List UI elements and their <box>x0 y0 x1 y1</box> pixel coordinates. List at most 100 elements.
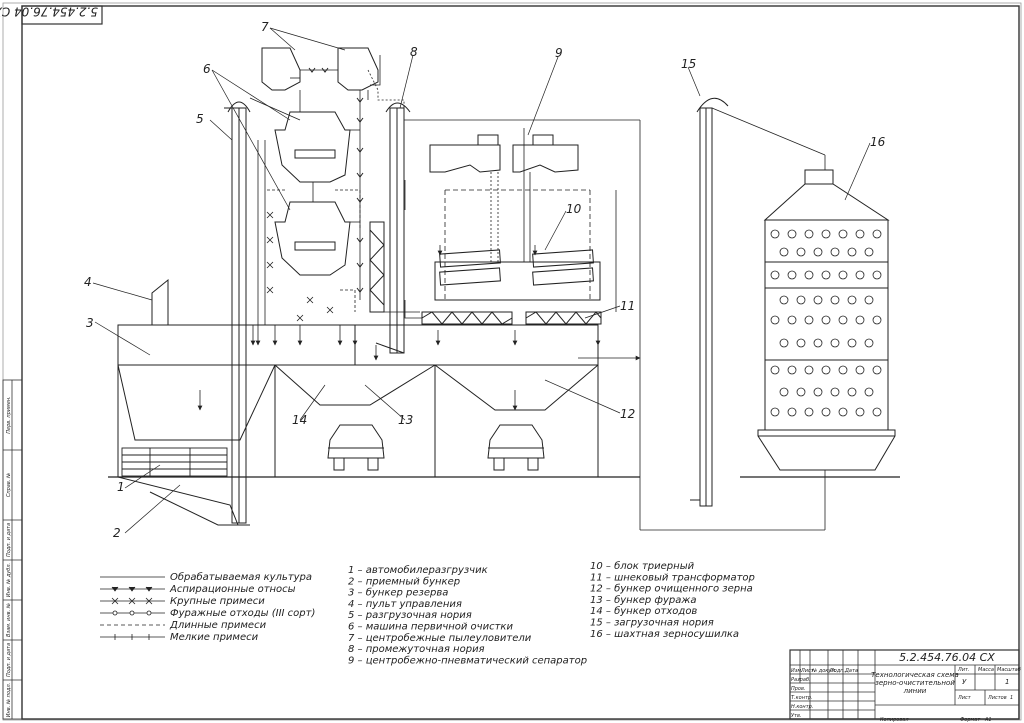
cross-mark <box>306 296 314 304</box>
aspiration-lines <box>300 69 361 300</box>
component-item: 7 – центробежные пылеуловители <box>348 632 532 644</box>
title-block <box>789 649 1020 720</box>
lit-value: У <box>962 678 967 686</box>
aspiration-mark <box>356 97 364 103</box>
row-prov: Пров. <box>791 686 806 692</box>
col-doc: № докум. <box>811 668 837 674</box>
sheets-label: Листов <box>987 695 1007 701</box>
cross-mark <box>266 286 274 294</box>
component-item: 15 – загрузочная нория <box>590 618 714 629</box>
drawing-code: 5.2.454.76.04 СХ <box>899 651 995 664</box>
callout-15: 15 <box>681 57 696 71</box>
cross-mark <box>266 261 274 269</box>
inner-frame <box>21 5 1020 720</box>
aspiration-arrow-marks <box>308 67 364 293</box>
callout-5: 5 <box>196 112 204 126</box>
aspiration-mark <box>308 67 316 73</box>
callout-numbers: 1 2 3 4 5 6 7 8 9 10 11 12 13 14 15 16 <box>84 20 886 540</box>
dryer-hole <box>847 387 857 397</box>
dryer-hole <box>804 229 814 239</box>
dryer-hole <box>872 315 882 325</box>
side-stamp-label: Перв. примен. <box>6 396 12 434</box>
dryer-hole <box>821 229 831 239</box>
dryer-hole <box>787 270 797 280</box>
shaft-dryer <box>757 169 896 471</box>
dryer-hole <box>779 247 789 257</box>
sheets-value: 1 <box>1010 695 1013 701</box>
dryer-hole <box>804 270 814 280</box>
callout-leaders <box>92 27 871 534</box>
dryer-hole <box>770 315 780 325</box>
legend-mark <box>146 610 152 616</box>
component-item: 8 – промежуточная нория <box>348 644 485 655</box>
callout-10: 10 <box>566 202 582 216</box>
callout-6: 6 <box>203 62 211 76</box>
dryer-hole <box>787 229 797 239</box>
component-item: 4 – пульт управления <box>348 599 462 610</box>
dryer-hole <box>830 387 840 397</box>
dryer-hole <box>796 247 806 257</box>
dryer-hole <box>855 270 865 280</box>
dryer-hole <box>779 295 789 305</box>
sheet-label: Лист <box>957 695 972 701</box>
side-stamp-label: Подп. и дата <box>6 643 12 677</box>
aspiration-mark <box>356 262 364 268</box>
masshtab-label: Масштаб <box>997 667 1021 673</box>
unloading-elevator <box>224 101 251 524</box>
aspiration-mark <box>356 197 364 203</box>
side-stamp-label: Инв. № дубл. <box>6 563 12 597</box>
dryer-hole <box>813 295 823 305</box>
copied-label: Копировал <box>880 717 909 723</box>
col-sign: Подп. <box>830 668 845 674</box>
side-stamp-label: Взам. инв. № <box>6 603 12 637</box>
row-tkontr: Т.контр. <box>791 695 813 701</box>
dryer-hole <box>821 365 831 375</box>
callout-13: 13 <box>398 413 413 427</box>
truck-unloader <box>121 447 228 477</box>
aspiration-mark <box>356 287 364 293</box>
component-item: 14 – бункер отходов <box>590 605 697 617</box>
scale-value: 1 <box>1005 678 1009 686</box>
component-item: 9 – центробежно-пневматический сепаратор <box>348 654 587 666</box>
legend-label: Аспирационные относы <box>169 584 296 595</box>
format-label: Формат <box>960 717 981 723</box>
callout-11: 11 <box>620 299 635 313</box>
dryer-hole <box>872 270 882 280</box>
col-date: Дата <box>844 668 858 674</box>
dryer-hole <box>796 295 806 305</box>
component-item: 10 – блок триерный <box>590 560 695 572</box>
row-razrab: Разраб. <box>791 677 811 683</box>
dryer-hole <box>770 229 780 239</box>
dryer-hole <box>838 315 848 325</box>
component-item: 1 – автомобилеразгрузчик <box>348 564 488 576</box>
dryer-hole <box>838 270 848 280</box>
dryer-hole <box>821 270 831 280</box>
side-stamp-label: Подп. и дата <box>6 523 12 557</box>
component-item: 5 – разгрузочная нория <box>348 610 472 621</box>
dryer-hole <box>838 365 848 375</box>
component-item: 13 – бункер фуража <box>590 594 697 606</box>
floor-structure <box>108 324 900 478</box>
dryer-hole <box>864 338 874 348</box>
dryer-hole <box>787 315 797 325</box>
dryer-hole <box>796 338 806 348</box>
callout-8: 8 <box>410 45 418 59</box>
col-list: Лист <box>800 668 815 674</box>
dryer-hole <box>872 229 882 239</box>
callout-16: 16 <box>870 135 886 149</box>
dryer-hole <box>838 407 848 417</box>
title-line-3: линии <box>903 687 927 695</box>
component-item: 6 – машина первичной очистки <box>348 622 513 633</box>
separators <box>429 134 579 173</box>
row-nkontr: Н.контр. <box>791 704 813 710</box>
dryer-hole <box>821 407 831 417</box>
truck-right <box>487 424 545 471</box>
cross-marks <box>266 211 334 322</box>
process-lines <box>197 55 826 531</box>
legend-mark <box>145 597 153 605</box>
truck-left <box>327 424 385 471</box>
rotated-code-box: 5.2.454.76.04 СХ <box>0 5 103 25</box>
legend-mark <box>129 610 135 616</box>
